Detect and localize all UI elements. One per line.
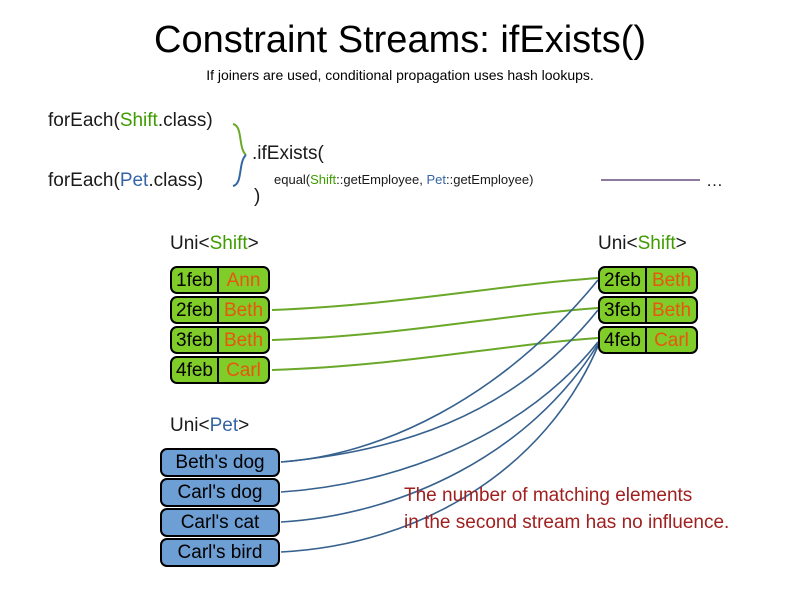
label-left-shift-suffix: > — [247, 233, 259, 254]
fact-box-pet: Beth's dog — [160, 448, 280, 477]
fact-box-left-shift: 3feb Beth — [170, 326, 270, 354]
wire-blue-bethsdog-2feb — [280, 279, 599, 463]
code-foreach-pet: forEach(Pet.class) — [48, 170, 203, 192]
code-equal-right-type: Pet — [426, 172, 446, 187]
fact-box-pet: Carl's bird — [160, 538, 280, 567]
fact-value: Ann — [226, 269, 261, 291]
code-foreach-shift: forEach(Shift.class) — [48, 110, 213, 132]
brace-upper-green — [232, 123, 247, 156]
label-pet-suffix: > — [238, 415, 250, 436]
annotation-line-2: in the second stream has no influence. — [404, 512, 730, 533]
fact-key: 2feb — [600, 268, 647, 292]
label-left-shift-type: Shift — [209, 233, 248, 254]
fact-value: Carl's dog — [177, 482, 263, 503]
annotation-note: The number of matching elements in the se… — [404, 482, 729, 536]
fact-box-left-shift: 2feb Beth — [170, 296, 270, 324]
fact-key: 1feb — [172, 268, 219, 292]
wire-blue-bethsdog-3feb — [280, 309, 599, 463]
code-equal-joiner: equal(Shift::getEmployee, Pet::getEmploy… — [274, 172, 533, 188]
fact-key: 4feb — [172, 358, 219, 382]
code-equal-right-ref: ::getEmployee) — [446, 172, 534, 187]
fact-box-right-shift: 4feb Carl — [598, 326, 698, 354]
slide-subtitle: If joiners are used, conditional propaga… — [206, 67, 594, 83]
stream-label-left-shift: Uni<Shift> — [170, 233, 259, 255]
stream-label-pet: Uni<Pet> — [170, 415, 249, 437]
slide-title: Constraint Streams: ifExists() — [154, 19, 646, 61]
fact-box-pet: Carl's dog — [160, 478, 280, 507]
label-right-shift-suffix: > — [675, 233, 687, 254]
fact-value: Beth — [651, 269, 692, 291]
code-ellipsis: … — [706, 171, 723, 190]
fact-box-left-shift: 4feb Carl — [170, 356, 270, 384]
code-equal-prefix: equal( — [274, 172, 311, 187]
code-foreach-shift-type: Shift — [119, 110, 158, 131]
label-pet-prefix: Uni< — [170, 415, 210, 436]
fact-value: Carl's cat — [180, 512, 260, 533]
fact-key: 2feb — [172, 298, 219, 322]
wire-green-2feb — [271, 277, 599, 311]
code-equal-left-ref: ::getEmployee, — [336, 172, 427, 187]
annotation-line-1: The number of matching elements — [404, 485, 693, 506]
code-foreach-pet-suffix: .class) — [148, 170, 204, 191]
fact-value: Beth's dog — [175, 452, 265, 473]
fact-box-right-shift: 3feb Beth — [598, 296, 698, 324]
code-ifexists-call: .ifExists( — [252, 143, 324, 164]
wire-blue-carlsdog-4feb — [280, 341, 599, 493]
fact-key: 3feb — [172, 328, 219, 352]
fact-value: Carl — [226, 359, 261, 381]
wire-green-3feb — [271, 307, 599, 341]
fact-value: Beth — [223, 329, 264, 351]
code-close-paren: ) — [254, 186, 261, 207]
code-foreach-shift-suffix: .class) — [157, 110, 213, 131]
label-left-shift-prefix: Uni< — [170, 233, 210, 254]
wire-green-4feb — [271, 337, 599, 371]
code-equal-left-type: Shift — [310, 172, 337, 187]
fact-value: Beth — [651, 299, 692, 321]
code-foreach-pet-type: Pet — [119, 170, 149, 191]
fact-key: 4feb — [600, 328, 647, 352]
fact-box-left-shift: 1feb Ann — [170, 266, 270, 294]
fact-key: 3feb — [600, 298, 647, 322]
brace-lower-blue — [232, 154, 247, 187]
label-right-shift-prefix: Uni< — [598, 233, 638, 254]
code-foreach-pet-prefix: forEach( — [48, 170, 120, 191]
stream-label-right-shift: Uni<Shift> — [598, 233, 687, 255]
code-foreach-shift-prefix: forEach( — [48, 110, 120, 131]
label-pet-type: Pet — [209, 415, 239, 436]
fact-box-pet: Carl's cat — [160, 508, 280, 537]
fact-value: Carl — [654, 329, 689, 351]
fact-box-right-shift: 2feb Beth — [598, 266, 698, 294]
label-right-shift-type: Shift — [637, 233, 676, 254]
fact-value: Beth — [223, 299, 264, 321]
fact-value: Carl's bird — [177, 542, 263, 563]
